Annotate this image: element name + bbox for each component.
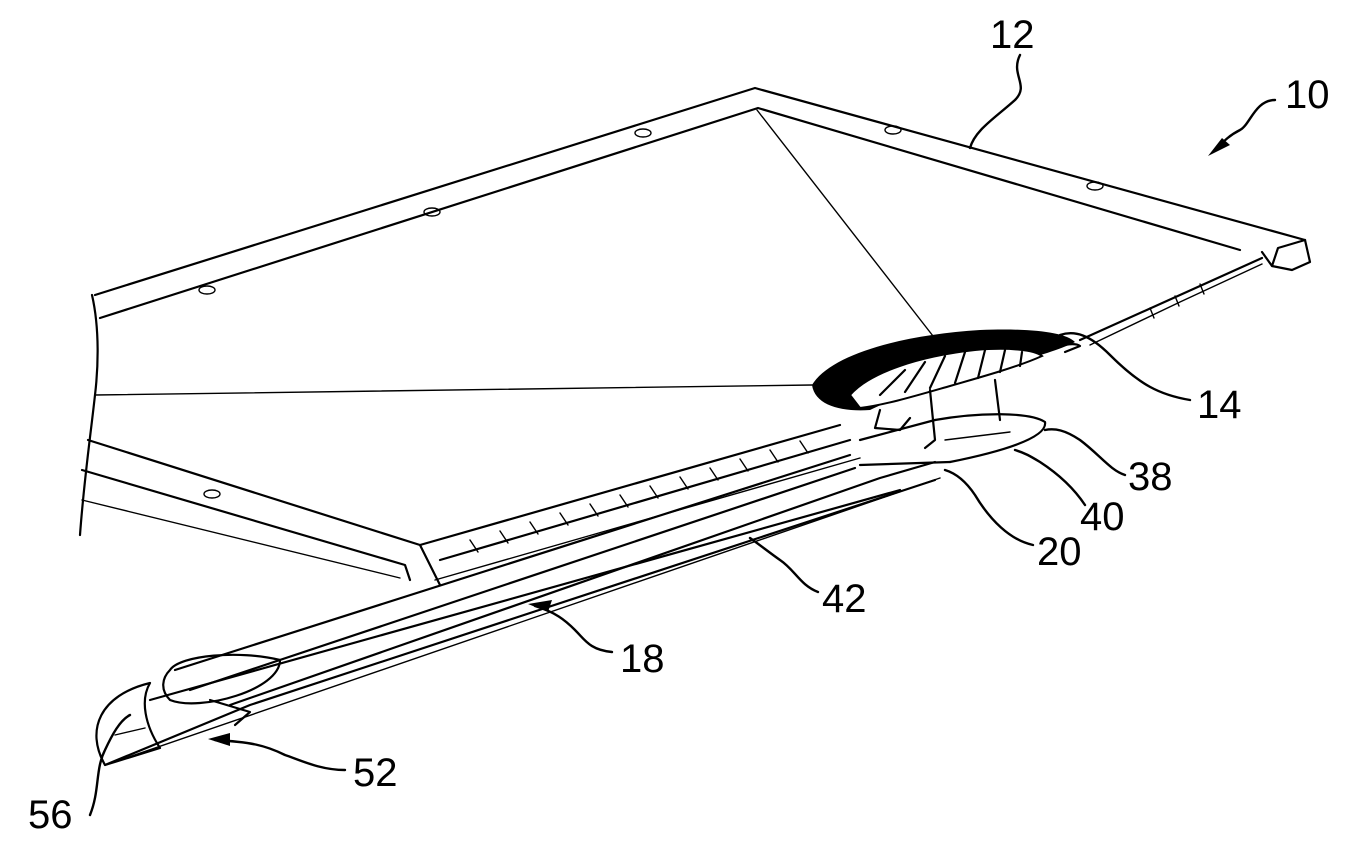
- duct-20: [858, 413, 1047, 467]
- reference-labels: 12 10 14 38 40 20 42 18 52 56: [28, 13, 1330, 837]
- hub-14: [812, 329, 1082, 450]
- arrow-18-icon: [528, 600, 552, 612]
- leader-40: [1013, 448, 1087, 507]
- label-38: 38: [1128, 455, 1173, 499]
- panel-12: [78, 86, 1312, 587]
- label-42: 42: [822, 577, 867, 621]
- label-40: 40: [1080, 495, 1125, 539]
- label-18: 18: [620, 637, 665, 681]
- label-52: 52: [353, 751, 398, 795]
- label-12: 12: [990, 13, 1035, 57]
- label-10: 10: [1285, 73, 1330, 117]
- label-56: 56: [28, 793, 73, 837]
- leader-38: [1043, 428, 1127, 477]
- leader-42: [748, 536, 820, 594]
- leader-18: [533, 604, 614, 654]
- channel-18: [95, 453, 941, 767]
- arrow-10-icon: [1208, 138, 1230, 156]
- label-20: 20: [1037, 530, 1082, 574]
- leader-20: [943, 468, 1035, 547]
- leader-52: [213, 738, 347, 772]
- arrow-52-icon: [208, 733, 230, 746]
- leader-56: [88, 713, 132, 817]
- leader-14: [1058, 332, 1192, 402]
- label-14: 14: [1197, 383, 1242, 427]
- leader-12: [968, 53, 1022, 150]
